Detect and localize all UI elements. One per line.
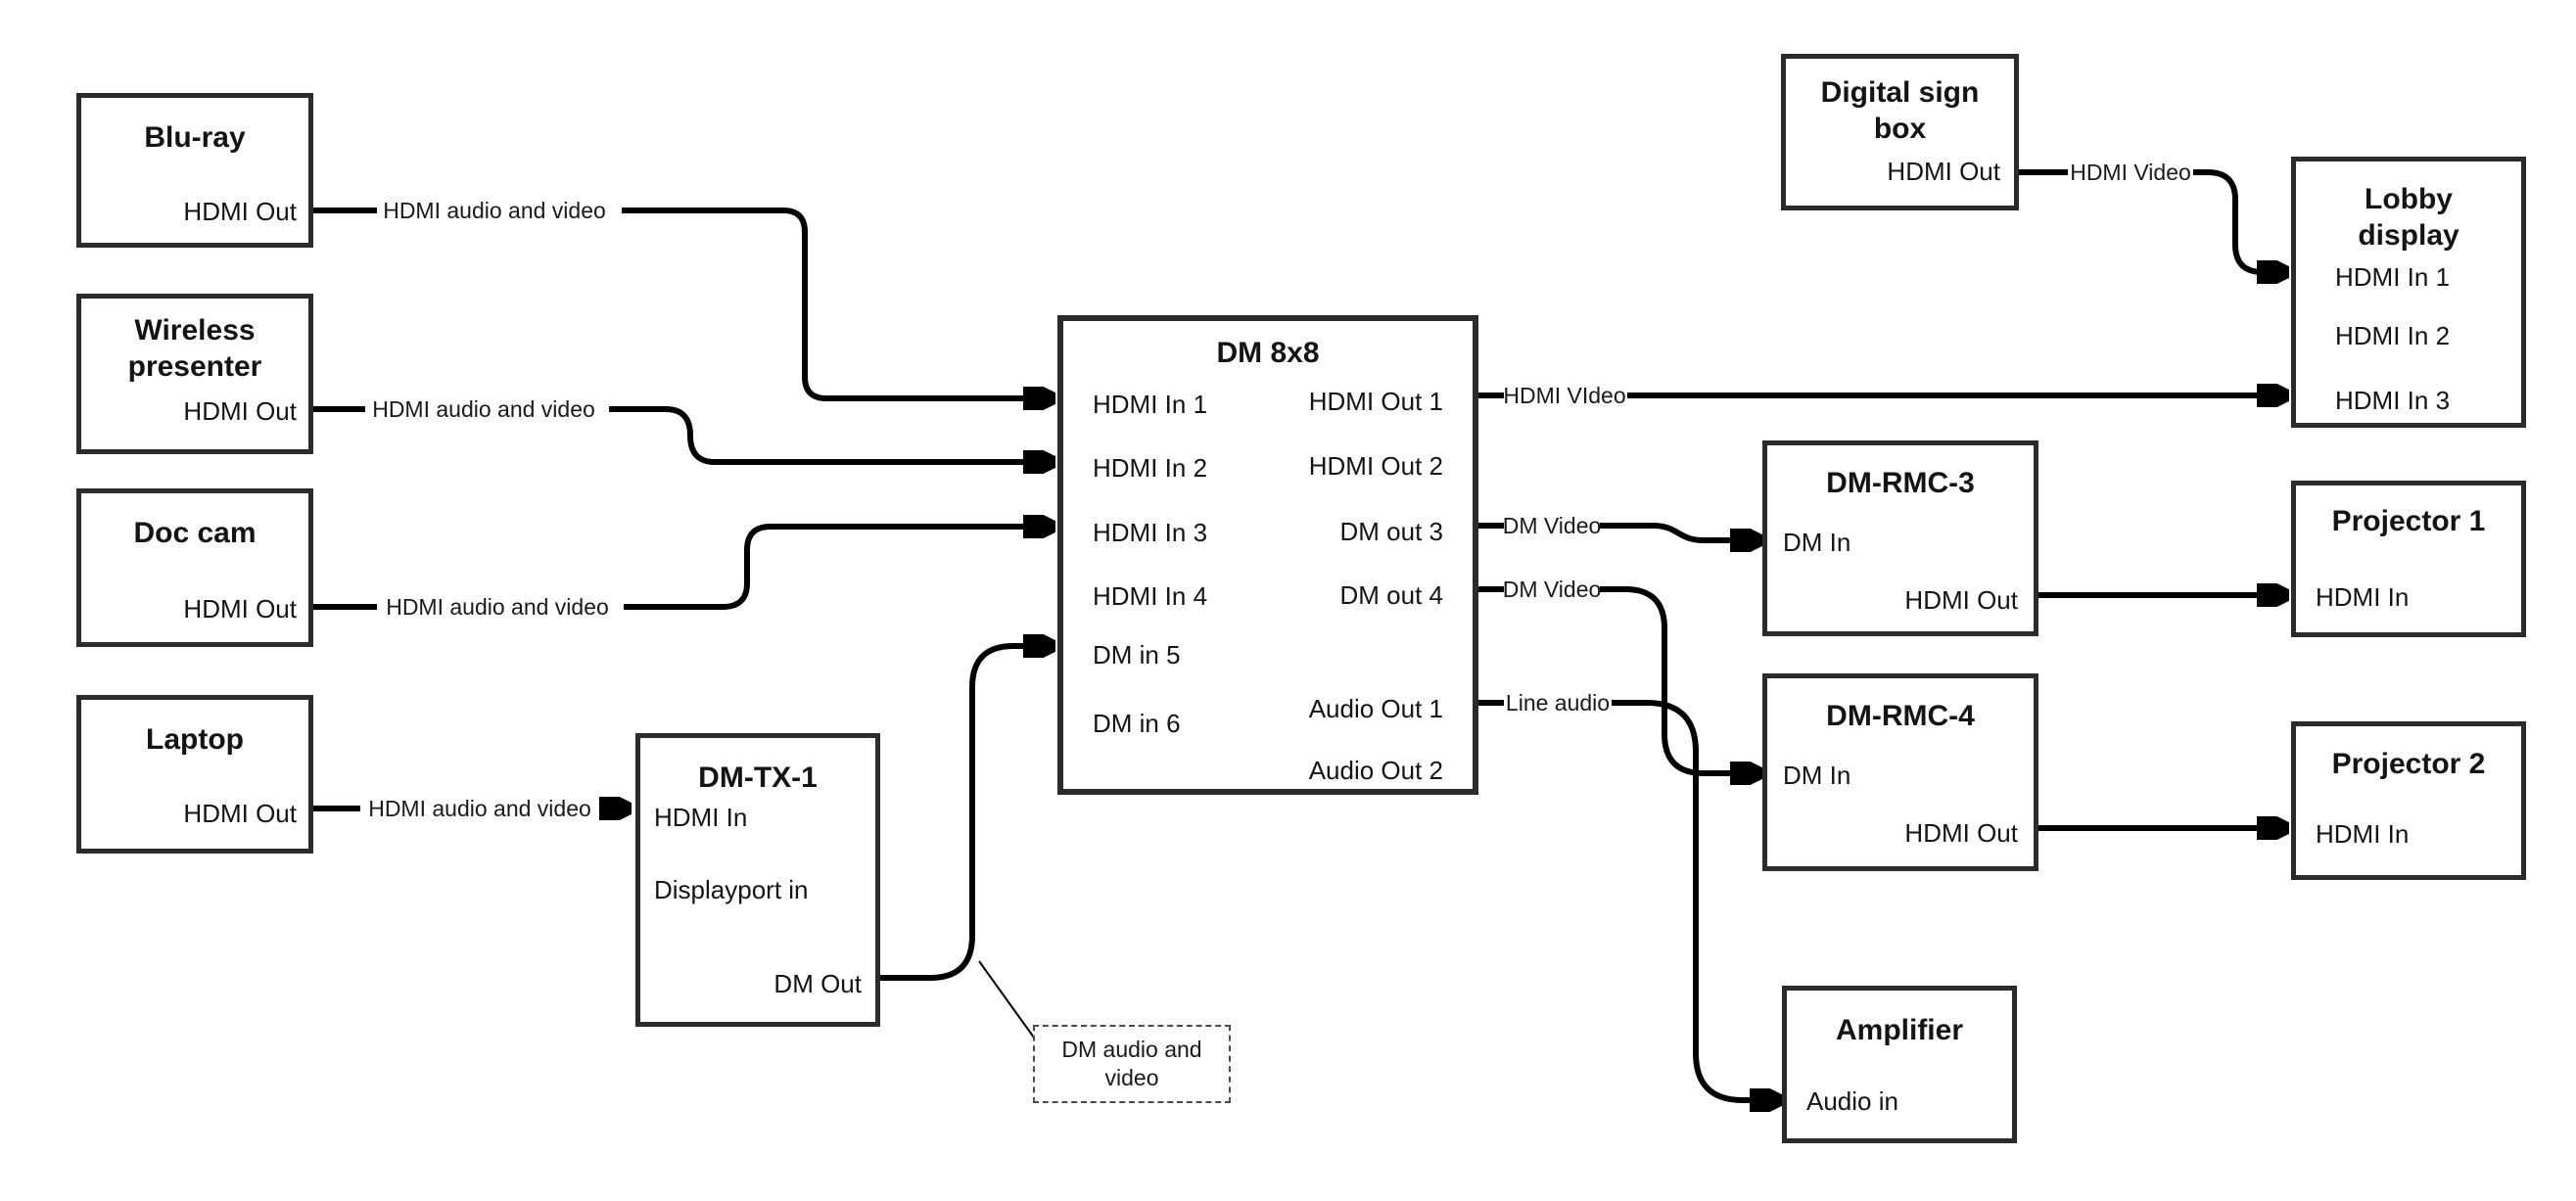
port-hdmi-out-2: HDMI Out 2 [1308,451,1443,481]
port-displayport-in: Displayport in [654,875,809,904]
cable-label-bluray: HDMI audio and video [383,198,606,223]
device-box-dm-rmc-4: DM-RMC-4 DM In HDMI Out [1762,673,2038,871]
device-title: Blu-ray [144,121,246,154]
port-hdmi-out: HDMI Out [183,396,297,426]
device-box-projector-1: Projector 1 HDMI In [2291,481,2526,637]
callout-leader-line [978,960,1035,1039]
connector-wireless-to-dm8x8-in2 [609,406,1048,462]
connector-signbox-to-lobby-in1 [2193,169,2281,272]
device-title: Projector 2 [2331,748,2486,780]
port-hdmi-out: HDMI Out [183,197,297,226]
port-hdmi-in-2: HDMI In 2 [1093,453,1208,483]
port-hdmi-in-3: HDMI In 3 [1093,518,1208,547]
connector-dm8x8-out3-to-rmc3 [1600,523,1755,540]
port-audio-out-2: Audio Out 2 [1308,756,1443,785]
device-title: DM 8x8 [1216,337,1320,369]
port-dm-in-5: DM in 5 [1093,640,1181,670]
callout-note-dm-audio-video: DM audio and video [1033,1025,1231,1103]
device-box-wireless-presenter: Wireless presenter HDMI Out [76,294,313,454]
cable-label-doccam: HDMI audio and video [386,594,609,620]
port-dm-out-4: DM out 4 [1339,580,1444,610]
cable-label-line-audio: Line audio [1505,690,1611,716]
connector-dm8x8-out4-to-rmc4 [1600,586,1755,773]
port-hdmi-out: HDMI Out [1904,818,2018,848]
port-dm-out-3: DM out 3 [1339,517,1444,546]
port-hdmi-in: HDMI In [2316,819,2410,849]
device-box-bluray: Blu-ray HDMI Out [76,93,313,248]
port-audio-out-1: Audio Out 1 [1308,694,1443,723]
device-box-dm-8x8: DM 8x8 HDMI In 1 HDMI In 2 HDMI In 3 HDM… [1057,315,1478,795]
device-box-digital-sign: Digital sign box HDMI Out [1781,54,2019,210]
cable-label-laptop: HDMI audio and video [368,796,591,821]
device-box-dm-rmc-3: DM-RMC-3 DM In HDMI Out [1762,440,2038,636]
device-title: Lobby display [2358,183,2459,252]
port-hdmi-in-4: HDMI In 4 [1093,581,1208,611]
cable-label-wireless: HDMI audio and video [372,396,595,422]
device-box-laptop: Laptop HDMI Out [76,695,313,854]
port-dm-in-6: DM in 6 [1093,709,1181,738]
cable-label-dm-video-4: DM Video [1502,577,1602,602]
port-hdmi-out: HDMI Out [183,799,297,828]
cable-label-dm-video-3: DM Video [1502,513,1602,538]
device-box-doc-cam: Doc cam HDMI Out [76,488,313,647]
device-box-lobby-display: Lobby display HDMI In 1 HDMI In 2 HDMI I… [2291,157,2526,428]
port-dm-in: DM In [1783,528,1851,557]
device-title: Projector 1 [2331,505,2486,537]
connector-doccam-to-dm8x8-in3 [624,527,1048,610]
port-hdmi-in: HDMI In [654,803,748,832]
device-title: DM-TX-1 [698,762,818,794]
port-hdmi-in-3: HDMI In 3 [2335,386,2451,415]
connector-bluray-to-dm8x8-in1 [622,208,1048,398]
port-audio-in: Audio in [1806,1086,1898,1116]
port-hdmi-out: HDMI Out [1904,585,2018,615]
device-title: Laptop [146,723,244,756]
port-hdmi-out-1: HDMI Out 1 [1308,387,1443,416]
device-box-projector-2: Projector 2 HDMI In [2291,721,2526,880]
device-box-dm-tx-1: DM-TX-1 HDMI In Displayport in DM Out [635,733,880,1027]
device-title: DM-RMC-4 [1826,700,1975,732]
cable-label-sign-hdmi-video: HDMI Video [2070,160,2191,185]
device-title: DM-RMC-3 [1826,467,1975,499]
device-title: Amplifier [1835,1014,1964,1046]
port-hdmi-in-2: HDMI In 2 [2335,321,2451,350]
port-hdmi-in-1: HDMI In 1 [1093,390,1208,419]
port-hdmi-in-1: HDMI In 1 [2335,262,2451,292]
port-hdmi-in: HDMI In [2316,582,2410,612]
port-hdmi-out: HDMI Out [1887,157,2000,186]
device-box-amplifier: Amplifier Audio in [1782,986,2017,1143]
device-title: Digital sign box [1820,76,1980,145]
connector-dmtx1-to-dm8x8-in5 [880,646,1048,981]
port-hdmi-out: HDMI Out [183,594,297,624]
cable-label-hdmi-video-out1: HDMI VIdeo [1503,383,1626,408]
port-dm-in: DM In [1783,761,1851,790]
port-dm-out: DM Out [773,969,862,998]
connector-dm8x8-aout1-to-amp [1612,700,1774,1100]
callout-note-text: DM audio and video [1061,1037,1202,1090]
device-title: Doc cam [133,517,257,549]
device-title: Wireless presenter [127,314,262,383]
